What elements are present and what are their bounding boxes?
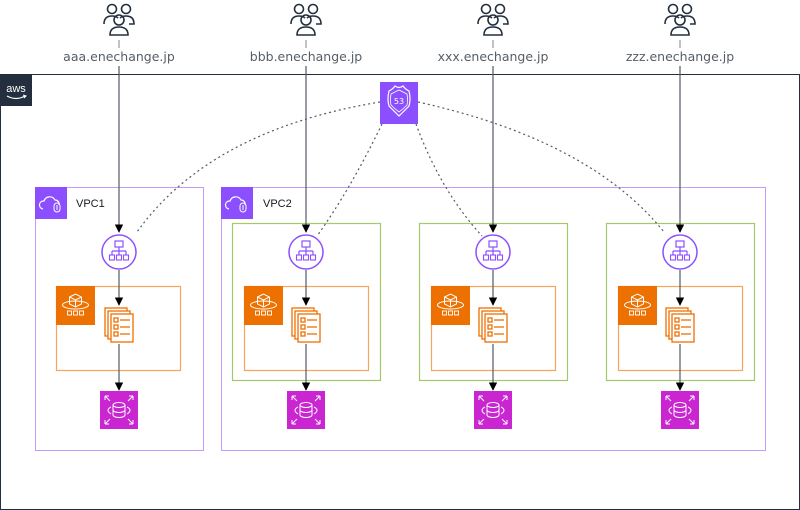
service-stack [55, 66, 182, 429]
service-stack [430, 66, 557, 429]
dns-link [417, 101, 665, 233]
ecs-tasks-icon[interactable] [291, 307, 321, 343]
aws-logo-text: aws [6, 83, 26, 95]
ecs-tasks-icon[interactable] [478, 307, 508, 343]
dns-link [136, 101, 381, 233]
fargate-icon [431, 286, 470, 325]
aws-logo-icon: aws [0, 74, 32, 106]
route53-group[interactable]: 53 [380, 82, 418, 124]
dns-link [316, 123, 383, 237]
load-balancer-icon[interactable] [288, 234, 324, 270]
rds-database-icon[interactable] [474, 391, 512, 429]
users-icon [477, 3, 509, 36]
route53-badge-text: 53 [394, 97, 404, 106]
vpc-cloud-icon [221, 187, 253, 219]
vpc-cloud-icon [35, 187, 67, 219]
load-balancer-icon[interactable] [662, 234, 698, 270]
fargate-icon [244, 286, 283, 325]
route53-shield-icon: 53 [387, 85, 411, 117]
user-group: zzz.enechange.jp [626, 3, 734, 64]
vpc2-label: VPC2 [263, 198, 292, 210]
user-domain-label: bbb.enechange.jp [250, 49, 363, 64]
route53-icon-bg [380, 82, 418, 124]
users-icon [664, 3, 696, 36]
service-stack [243, 66, 370, 429]
service-stacks [55, 66, 744, 429]
user-group: bbb.enechange.jp [250, 3, 363, 64]
users-icon [103, 3, 135, 36]
vpc1-label: VPC1 [76, 198, 105, 210]
users-icon [290, 3, 322, 36]
dns-links [136, 101, 665, 237]
user-groups: aaa.enechange.jp bbb.enechange.jp xxx.enec… [63, 3, 734, 64]
user-group: xxx.enechange.jp [438, 3, 549, 64]
rds-database-icon[interactable] [287, 391, 325, 429]
user-domain-label: zzz.enechange.jp [626, 49, 734, 64]
rds-database-icon[interactable] [661, 391, 699, 429]
rds-database-icon[interactable] [100, 391, 138, 429]
load-balancer-icon[interactable] [475, 234, 511, 270]
service-stack [617, 66, 744, 429]
user-domain-label: xxx.enechange.jp [438, 49, 549, 64]
fargate-icon [618, 286, 657, 325]
user-domain-label: aaa.enechange.jp [63, 49, 175, 64]
dns-link [415, 123, 483, 237]
user-group: aaa.enechange.jp [63, 3, 175, 64]
load-balancer-icon[interactable] [101, 234, 137, 270]
fargate-icon [56, 286, 95, 325]
ecs-tasks-icon[interactable] [104, 307, 134, 343]
ecs-tasks-icon[interactable] [665, 307, 695, 343]
